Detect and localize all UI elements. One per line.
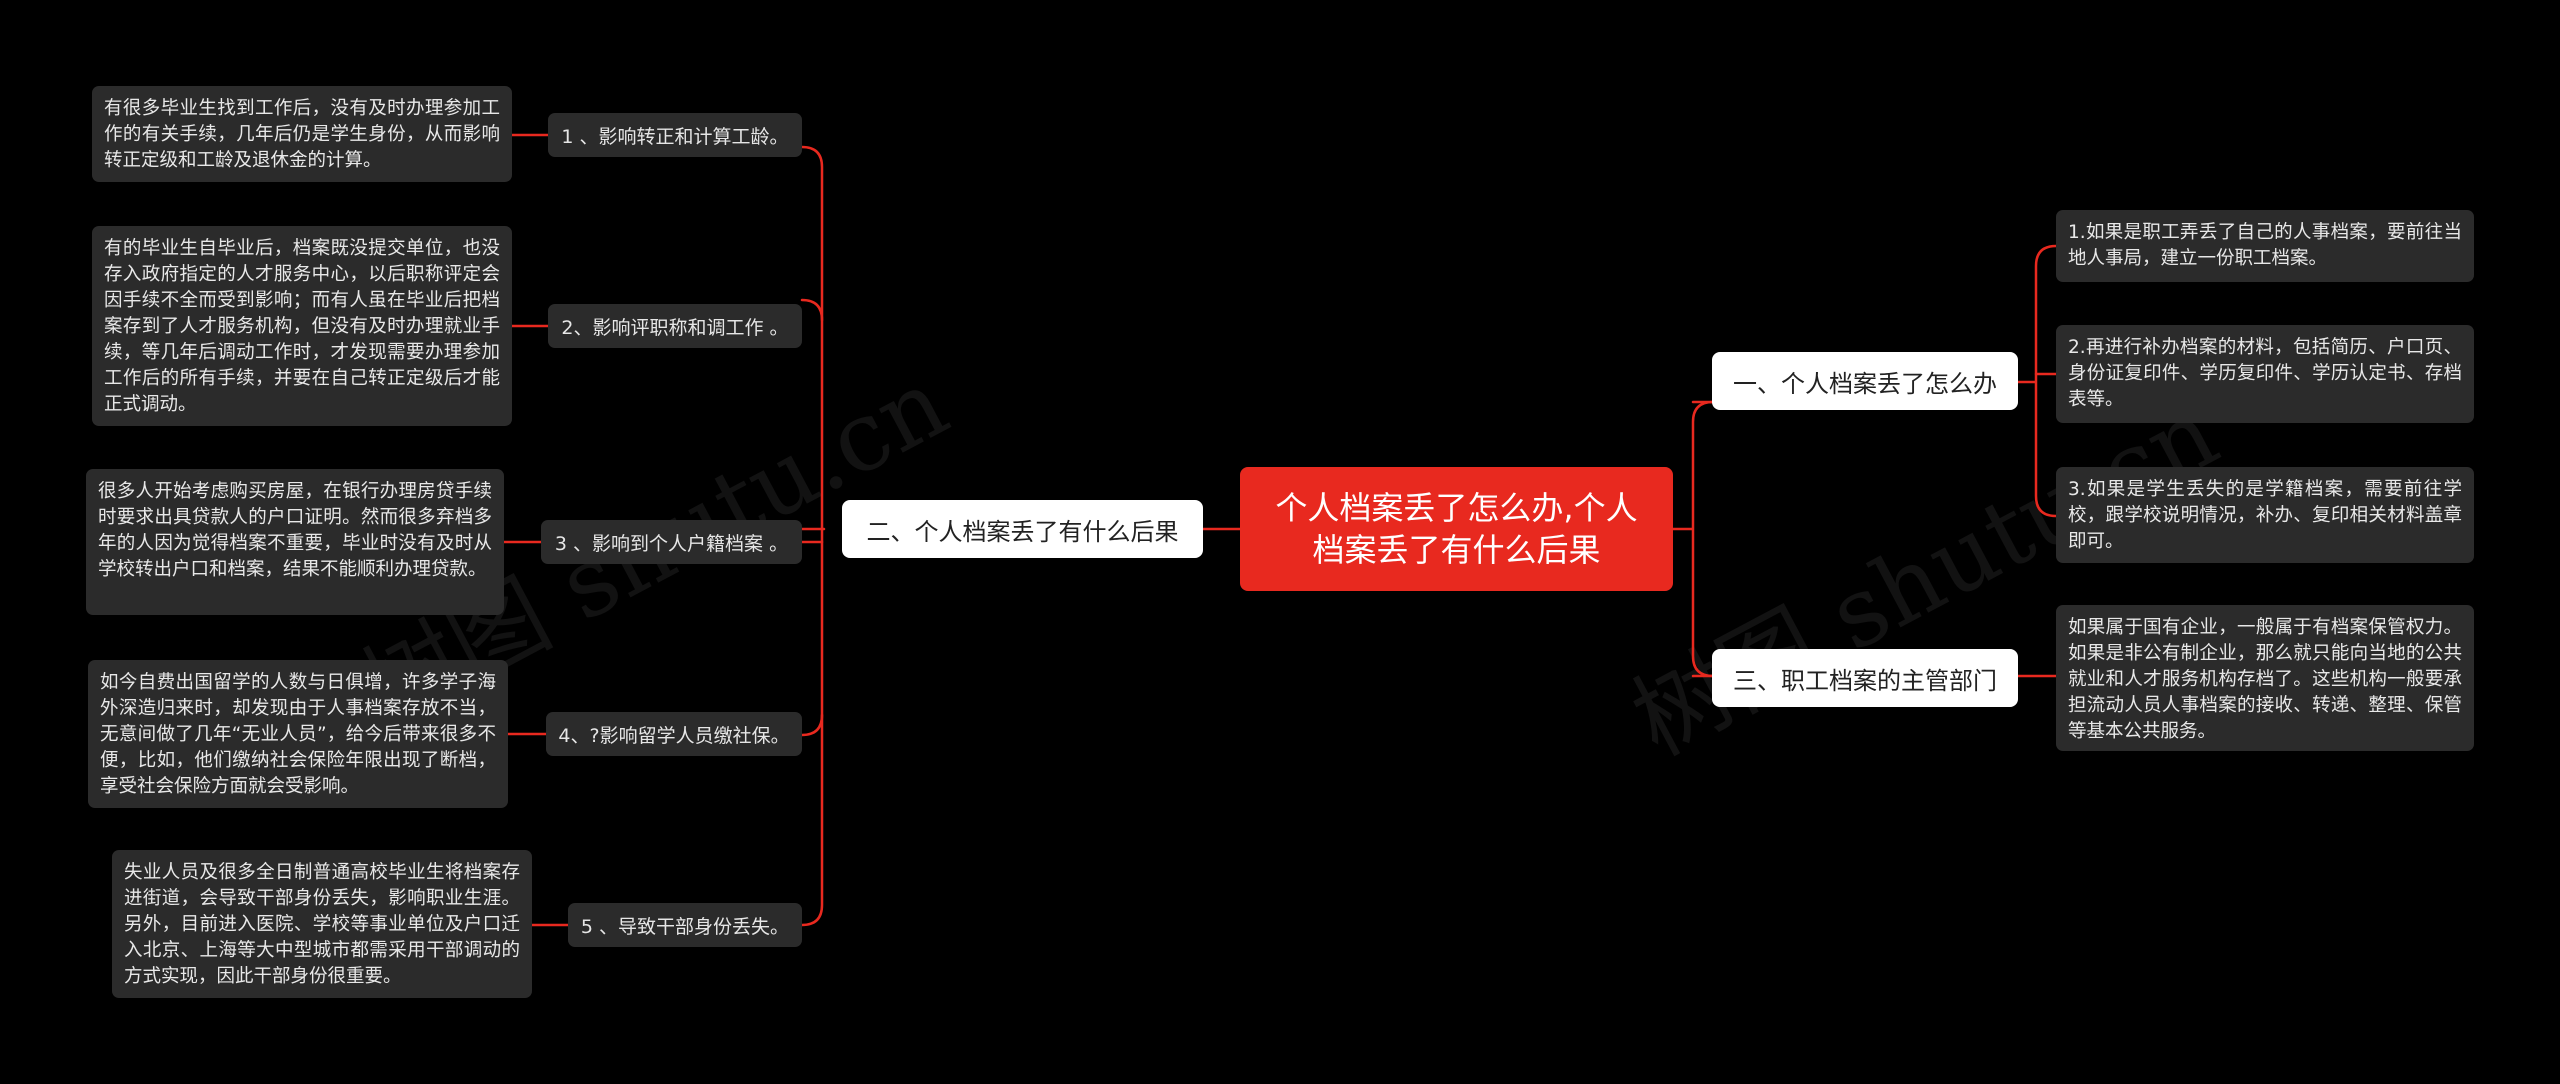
link-root-right <box>1671 400 1715 678</box>
sub-topic-5[interactable]: 5 、导致干部身份丢失。 <box>568 903 802 947</box>
link-left-item1 <box>800 298 824 322</box>
sub-topic-2[interactable]: 2、影响评职称和调工作 。 <box>548 304 802 348</box>
step-card-1[interactable]: 1.如果是职工弄丢了自己的人事档案，要前往当地人事局，建立一份职工档案。 <box>2056 210 2474 282</box>
detail-card-3[interactable]: 很多人开始考虑购买房屋，在银行办理房贷手续时要求出具贷款人的户口证明。然而很多弃… <box>86 469 504 615</box>
branch-management-dept[interactable]: 三、职工档案的主管部门 <box>1712 649 2018 707</box>
link-left-spine <box>800 145 826 927</box>
root-topic[interactable]: 个人档案丢了怎么办,个人档案丢了有什么后果 <box>1240 467 1673 591</box>
detail-card-1[interactable]: 有很多毕业生找到工作后，没有及时办理参加工作的有关手续，几年后仍是学生身份，从而… <box>92 86 512 182</box>
step-card-3[interactable]: 3.如果是学生丢失的是学籍档案，需要前往学校，跟学校说明情况，补办、复印相关材料… <box>2056 467 2474 563</box>
management-card[interactable]: 如果属于国有企业，一般属于有档案保管权力。如果是非公有制企业，那么就只能向当地的… <box>2056 605 2474 751</box>
link-left-item4 <box>800 713 824 737</box>
branch-what-to-do[interactable]: 一、个人档案丢了怎么办 <box>1712 352 2018 410</box>
sub-topic-3[interactable]: 3 、影响到个人户籍档案 。 <box>541 520 802 564</box>
detail-card-4[interactable]: 如今自费出国留学的人数与日俱增，许多学子海外深造归来时，却发现由于人事档案存放不… <box>88 660 508 808</box>
detail-card-5[interactable]: 失业人员及很多全日制普通高校毕业生将档案存进街道，会导致干部身份丢失，影响职业生… <box>112 850 532 998</box>
sub-topic-4[interactable]: 4、?影响留学人员缴社保。 <box>546 712 802 756</box>
link-r1-spine <box>2016 244 2058 518</box>
step-card-2[interactable]: 2.再进行补办档案的材料，包括简历、户口页、身份证复印件、学历复印件、学历认定书… <box>2056 325 2474 423</box>
branch-consequences[interactable]: 二、个人档案丢了有什么后果 <box>842 500 1203 558</box>
sub-topic-1[interactable]: 1 、影响转正和计算工龄。 <box>548 113 802 157</box>
detail-card-2[interactable]: 有的毕业生自毕业后，档案既没提交单位，也没存入政府指定的人才服务中心，以后职称评… <box>92 226 512 426</box>
